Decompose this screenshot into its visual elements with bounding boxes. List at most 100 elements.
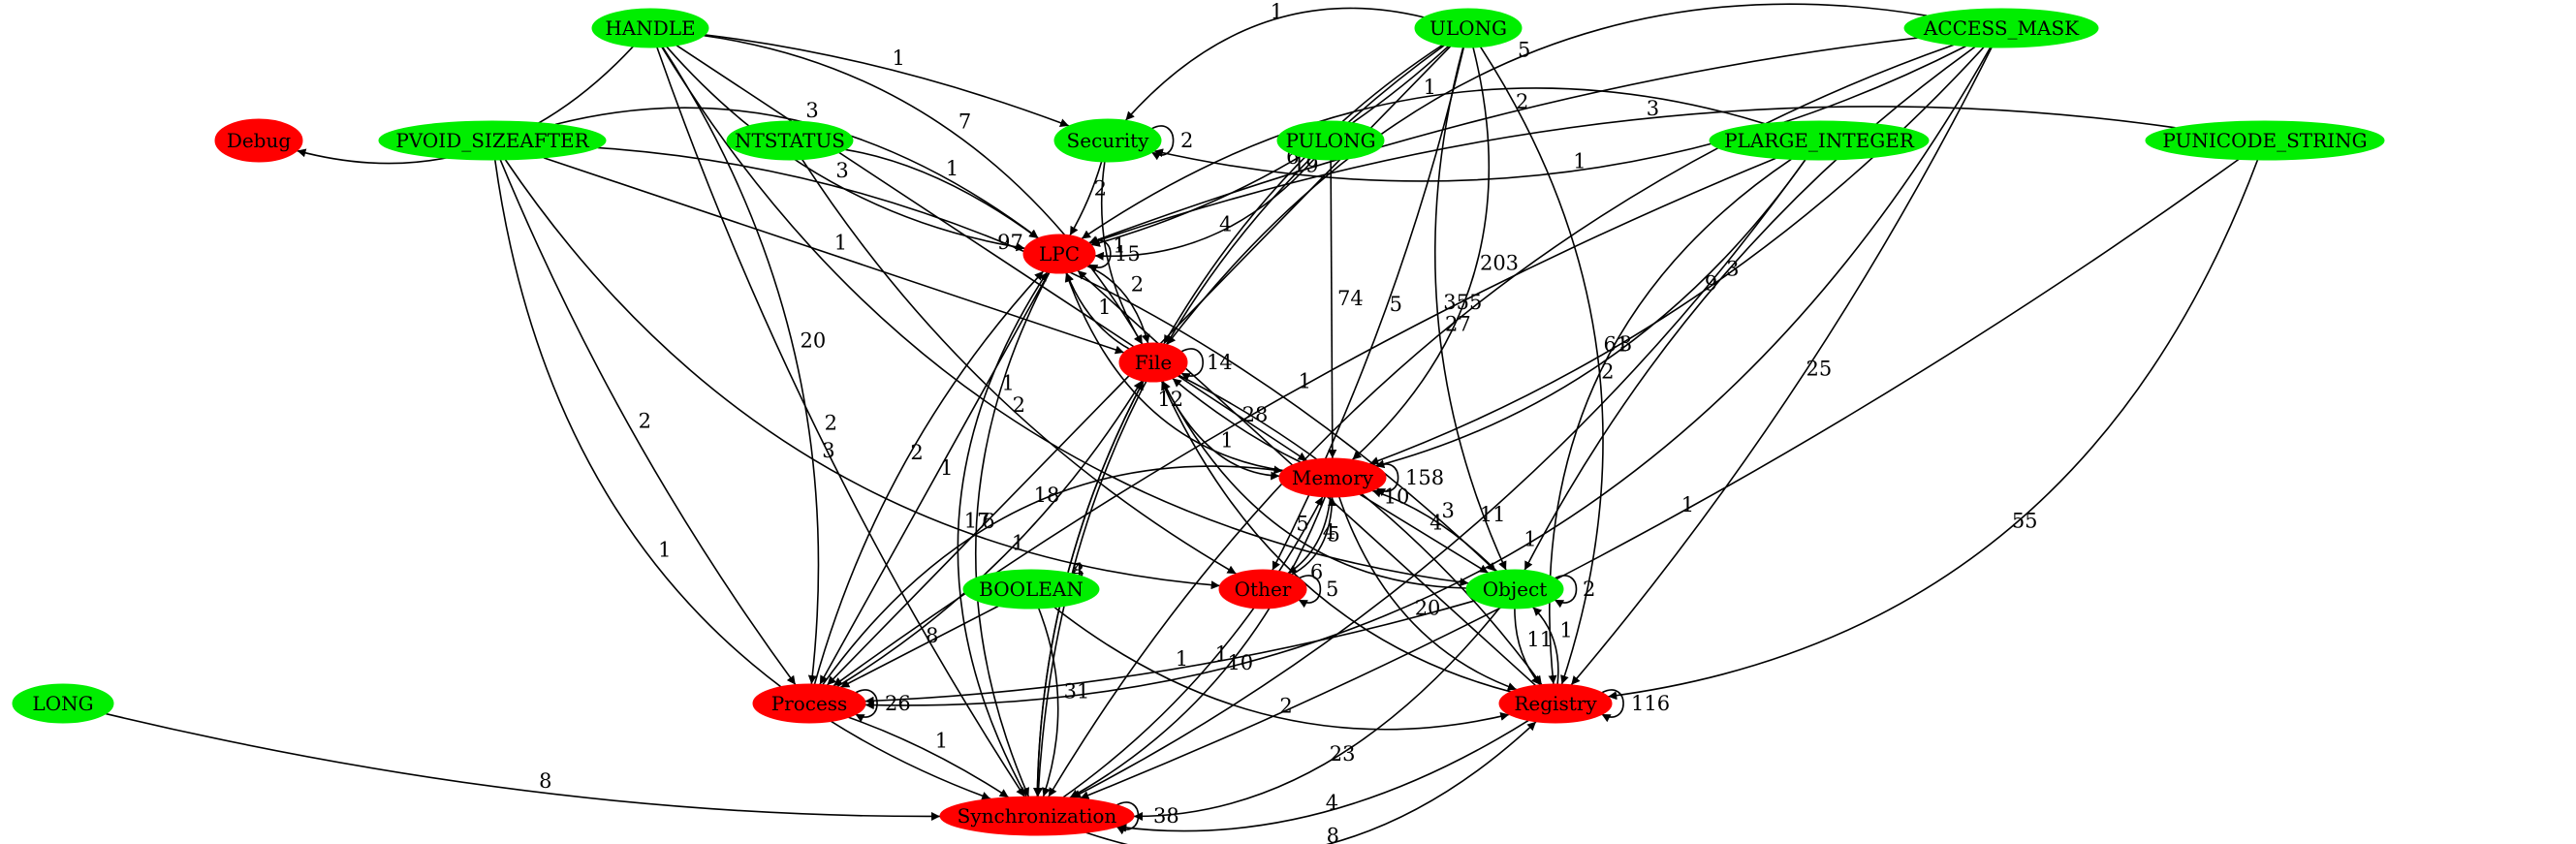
edge-label: 2 xyxy=(825,411,837,434)
edge-memory-to-file: 28 xyxy=(1172,377,1302,463)
edge-ulong-to-other: 5 xyxy=(1272,47,1465,571)
node-label: LONG xyxy=(32,692,93,715)
edge-line xyxy=(504,159,1220,590)
edge-label: 7 xyxy=(958,109,971,133)
edge-plarge_integer-to-synchronization: 11 xyxy=(1071,159,1806,799)
edge-line xyxy=(675,45,1307,462)
edge-punicode_string-to-lpc: 3 xyxy=(1089,97,2176,245)
node-shape xyxy=(1053,118,1162,163)
edge-line xyxy=(864,599,1476,705)
edge-label: 1 xyxy=(1098,296,1111,319)
edge-boolean-to-synchronization: 31 xyxy=(1037,608,1089,797)
node-label: LPC xyxy=(1039,242,1080,266)
edge-pvoid_sizeafter-to-other: 3 xyxy=(504,159,1220,590)
edge-line xyxy=(1548,158,1792,685)
edge-pvoid_sizeafter-to-synchronization: 1 xyxy=(493,159,991,800)
edge-access_mask-to-process: 1 xyxy=(864,47,1992,710)
edge-label: 4 xyxy=(1326,791,1338,814)
edge-line xyxy=(1087,239,1112,273)
edge-label: 6 xyxy=(1310,561,1323,584)
node-label: File xyxy=(1135,351,1173,374)
edge-memory-to-memory: 158 xyxy=(1375,463,1444,497)
edge-label: 15 xyxy=(1115,242,1141,266)
edge-line xyxy=(662,47,820,685)
edge-label: 14 xyxy=(1207,351,1233,374)
node-label: PULONG xyxy=(1285,129,1375,152)
edge-label: 1 xyxy=(935,730,948,753)
edge-access_mask-to-registry: 25 xyxy=(1570,47,1993,686)
edge-line xyxy=(543,157,1125,355)
node-registry: Registry xyxy=(1498,683,1613,724)
node-shape xyxy=(939,796,1135,836)
node-shape xyxy=(1218,569,1307,610)
node-shape xyxy=(1118,342,1188,383)
edge-process-to-synchronization: 1 xyxy=(848,716,1010,798)
edge-line xyxy=(1162,380,1467,589)
node-label: PUNICODE_STRING xyxy=(2162,129,2367,152)
edge-plarge_integer-to-registry: 2 xyxy=(1548,158,1792,685)
edge-handle-to-synchronization: 2 xyxy=(656,47,1025,797)
node-ulong: ULONG xyxy=(1414,8,1523,48)
edge-line xyxy=(661,47,1469,587)
edge-label: 2 xyxy=(1583,578,1595,601)
edge-line xyxy=(1272,47,1465,571)
edge-line xyxy=(1124,7,1425,121)
edge-punicode_string-to-registry: 55 xyxy=(1608,159,2259,701)
node-shape xyxy=(726,120,854,161)
edge-line xyxy=(1601,689,1624,723)
node-plarge-integer: PLARGE_INTEGER xyxy=(1709,120,1930,161)
edge-label: 158 xyxy=(1405,466,1444,489)
edge-label: 2 xyxy=(1601,360,1614,384)
edge-lpc-to-synchronization: 6 xyxy=(975,271,1051,797)
edge-line xyxy=(1287,496,1332,575)
edge-punicode_string-to-synchronization: 1 xyxy=(1080,158,2240,799)
edge-line xyxy=(1150,125,1175,161)
edge-line xyxy=(1291,496,1336,576)
edge-registry-to-object: 1 xyxy=(1532,606,1573,685)
edge-label: 8 xyxy=(539,769,551,793)
edge-label: 5 xyxy=(1326,578,1338,601)
edge-label: 1 xyxy=(1113,234,1125,257)
node-shape xyxy=(1465,569,1564,610)
edge-process-to-lpc: 2 xyxy=(813,270,1045,685)
edge-label: 3 xyxy=(835,159,848,182)
edge-line xyxy=(1048,44,1954,797)
node-pvoid-sizeafter: PVOID_SIZEAFTER xyxy=(378,120,607,161)
edge-other-to-memory: 5 xyxy=(1291,496,1340,576)
edge-line xyxy=(1069,161,1103,236)
edge-line xyxy=(813,270,1045,685)
edge-line xyxy=(1375,463,1399,497)
edge-label: 18 xyxy=(1034,484,1060,507)
edge-line xyxy=(1180,348,1204,382)
node-shape xyxy=(12,683,114,724)
edge-long-to-synchronization: 8 xyxy=(105,712,941,821)
edge-label: 5 xyxy=(1296,513,1308,536)
edge-line xyxy=(1065,272,1130,350)
edge-label: 4 xyxy=(1219,212,1232,235)
edge-label: 1 xyxy=(1002,372,1015,395)
edge-label: 6 xyxy=(982,510,994,533)
edge-access_mask-to-memory: 9 xyxy=(1369,47,1985,465)
edge-label: 11 xyxy=(1480,503,1506,526)
edge-label: 2 xyxy=(910,441,923,464)
edge-handle-to-file: 7 xyxy=(704,34,1144,345)
edge-label: 1 xyxy=(1573,149,1586,172)
node-label: HANDLE xyxy=(605,16,695,40)
edge-label: 17 xyxy=(964,509,990,532)
edge-label: 1 xyxy=(1012,532,1024,555)
node-shape xyxy=(962,569,1100,610)
edge-line xyxy=(1166,3,1928,346)
edge-label: 1 xyxy=(1424,76,1436,99)
edge-line xyxy=(1117,719,1529,832)
edge-label: 1 xyxy=(1176,647,1188,671)
edge-line xyxy=(1608,159,2259,701)
node-label: Object xyxy=(1483,578,1547,601)
edge-lpc-to-lpc: 15 xyxy=(1087,239,1141,273)
edge-handle-to-lpc: 3 xyxy=(666,46,1025,252)
edge-label: 5 xyxy=(1328,523,1340,547)
edge-line xyxy=(1554,575,1578,609)
node-label: NTSTATUS xyxy=(735,129,845,152)
edge-memory-to-object: 4 xyxy=(1359,493,1490,574)
edge-boolean-to-process: 8 xyxy=(839,605,999,689)
